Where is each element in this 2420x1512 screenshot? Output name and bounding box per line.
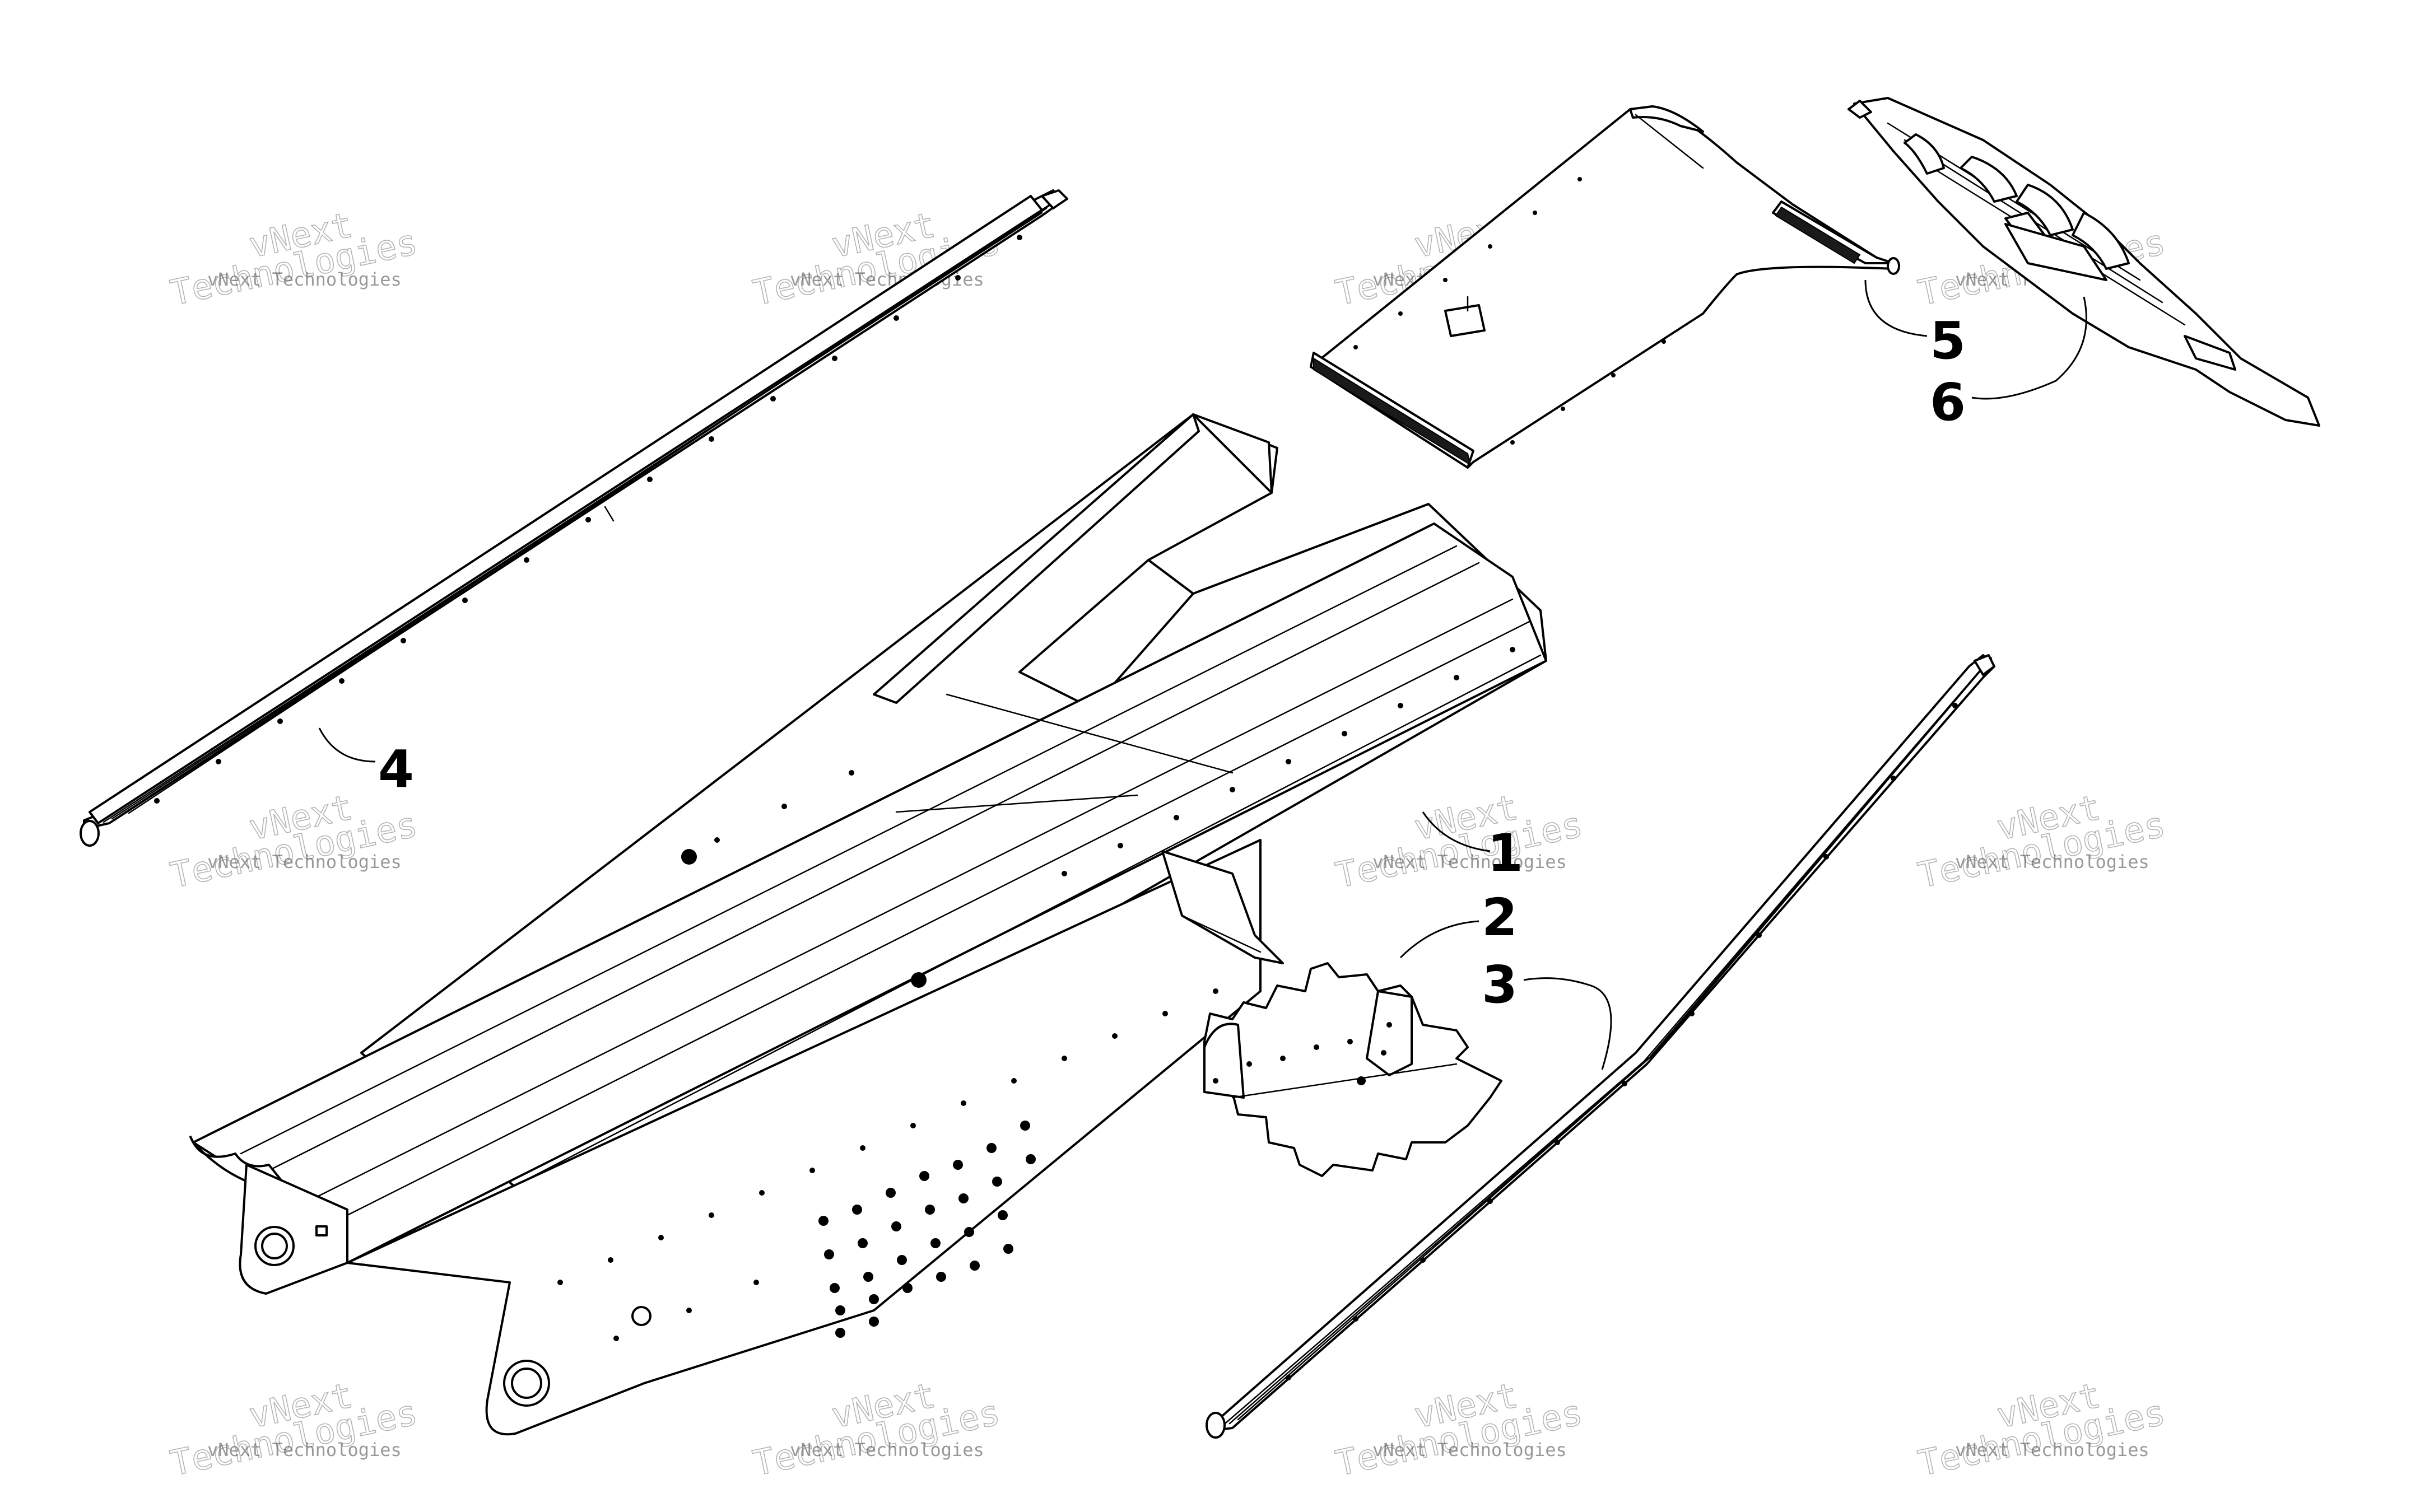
- watermark-small: vNext Technologies: [1955, 851, 2149, 872]
- watermark-small: vNext Technologies: [1372, 1439, 1567, 1460]
- part-5-cover: [1310, 105, 1900, 469]
- watermark-small: vNext Technologies: [790, 1439, 984, 1460]
- part-1-tunnel: [189, 413, 1547, 1436]
- watermark-small: vNext Technologies: [1372, 851, 1567, 872]
- callout-4: 4: [378, 739, 414, 799]
- callout-labels: 1 2 3 4 5 6: [378, 311, 1966, 1015]
- watermark-small: vNext Technologies: [207, 1439, 402, 1460]
- watermark-small: vNext Technologies: [207, 851, 402, 872]
- watermark-small: vNext Technologies: [207, 269, 402, 290]
- callout-3: 3: [1482, 955, 1518, 1015]
- callout-6: 6: [1930, 372, 1966, 432]
- part-2-bracket: [1203, 962, 1502, 1177]
- part-4-slide-rail-left: [80, 189, 1068, 847]
- callout-2: 2: [1482, 888, 1518, 948]
- callout-5: 5: [1930, 311, 1966, 371]
- callout-1: 1: [1487, 823, 1523, 883]
- watermark-small: vNext Technologies: [1955, 1439, 2149, 1460]
- part-6-snow-flap: [1847, 97, 2320, 427]
- part-3-slide-rail-right: [1206, 654, 1995, 1439]
- leader-lines: [318, 279, 2087, 1070]
